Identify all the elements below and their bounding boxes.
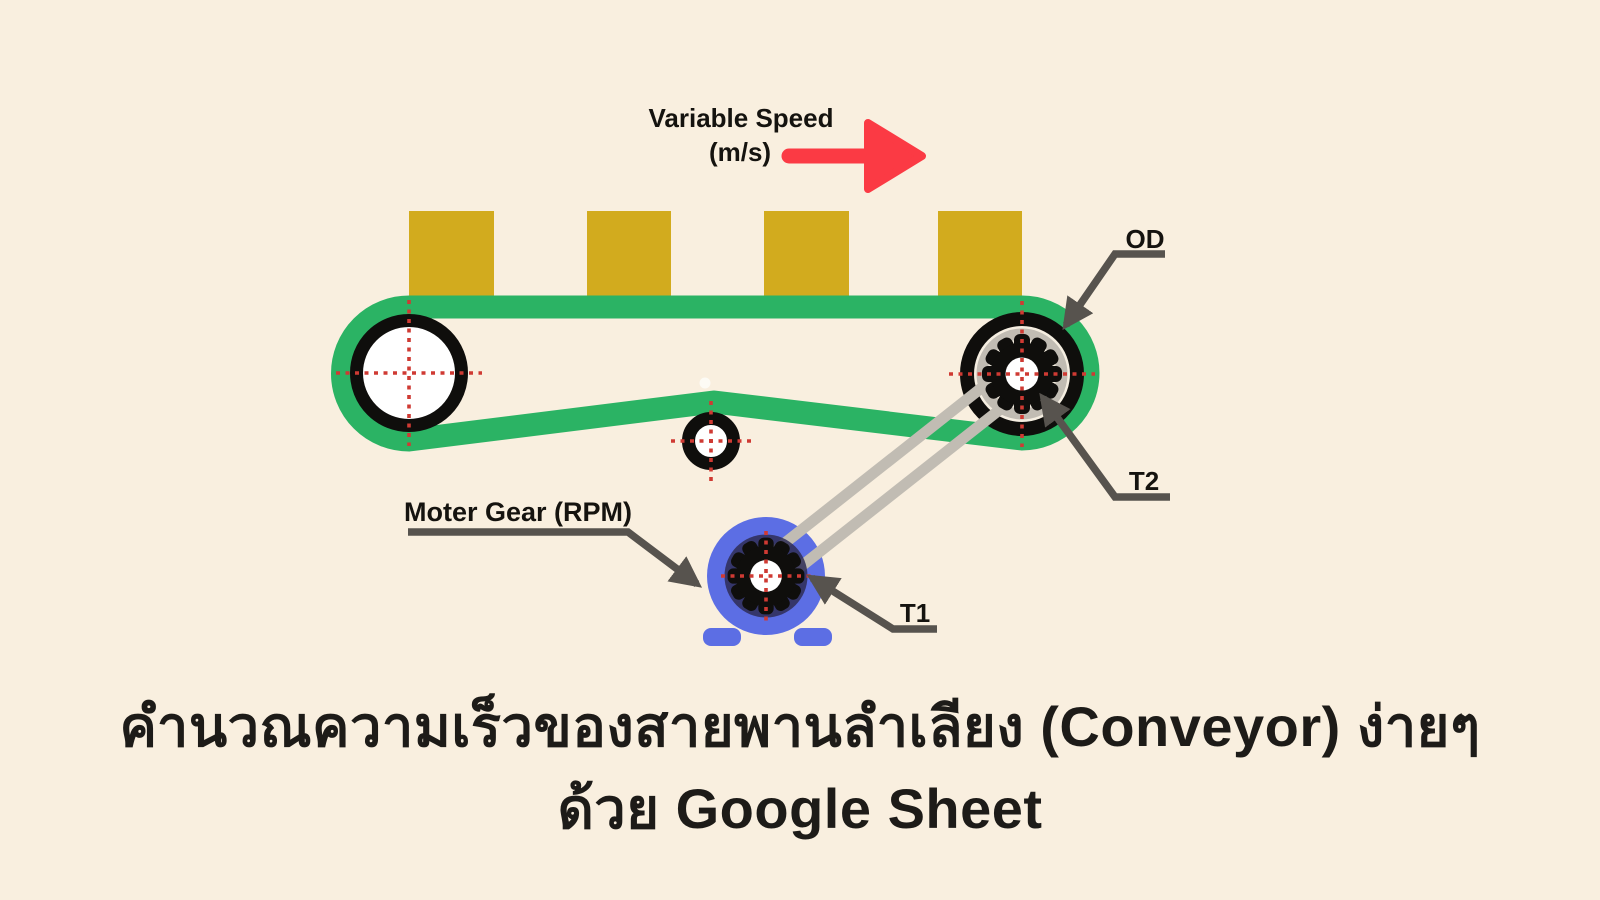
cargo-box	[409, 211, 494, 296]
cargo-box	[587, 211, 671, 296]
cargo-boxes	[409, 211, 1022, 296]
t2-leader-arrow	[1039, 392, 1170, 501]
motor-leader-arrow	[408, 528, 703, 588]
leader-arrows	[408, 250, 1170, 633]
motor-sprocket-t1	[724, 534, 808, 618]
conveyor-belt	[331, 295, 1100, 452]
headline-line-2: ด้วย Google Sheet	[557, 777, 1043, 840]
idler-pulley	[350, 314, 468, 432]
od-label: OD	[1126, 224, 1165, 254]
speed-direction-arrow-icon	[781, 119, 926, 193]
motor-foot	[794, 628, 832, 646]
motor-foot	[703, 628, 741, 646]
cargo-box	[764, 211, 849, 296]
variable-speed-label: Variable Speed	[649, 103, 834, 133]
crosshairs	[336, 300, 1095, 621]
tensioner-crosshair	[671, 401, 751, 481]
t1-leader-arrow	[806, 574, 937, 633]
cargo-box	[938, 211, 1022, 296]
t1-label: T1	[900, 598, 930, 628]
od-leader-arrow	[1062, 250, 1165, 331]
motor-gear-label: Moter Gear (RPM)	[404, 497, 632, 527]
belt-highlight-dot	[699, 377, 711, 389]
variable-speed-unit-label: (m/s)	[709, 137, 771, 167]
t2-label: T2	[1129, 466, 1159, 496]
headline-line-1: คำนวณความเร็วของสายพานลำเลียง (Conveyor)…	[119, 695, 1481, 758]
headline: คำนวณความเร็วของสายพานลำเลียง (Conveyor)…	[0, 686, 1600, 850]
